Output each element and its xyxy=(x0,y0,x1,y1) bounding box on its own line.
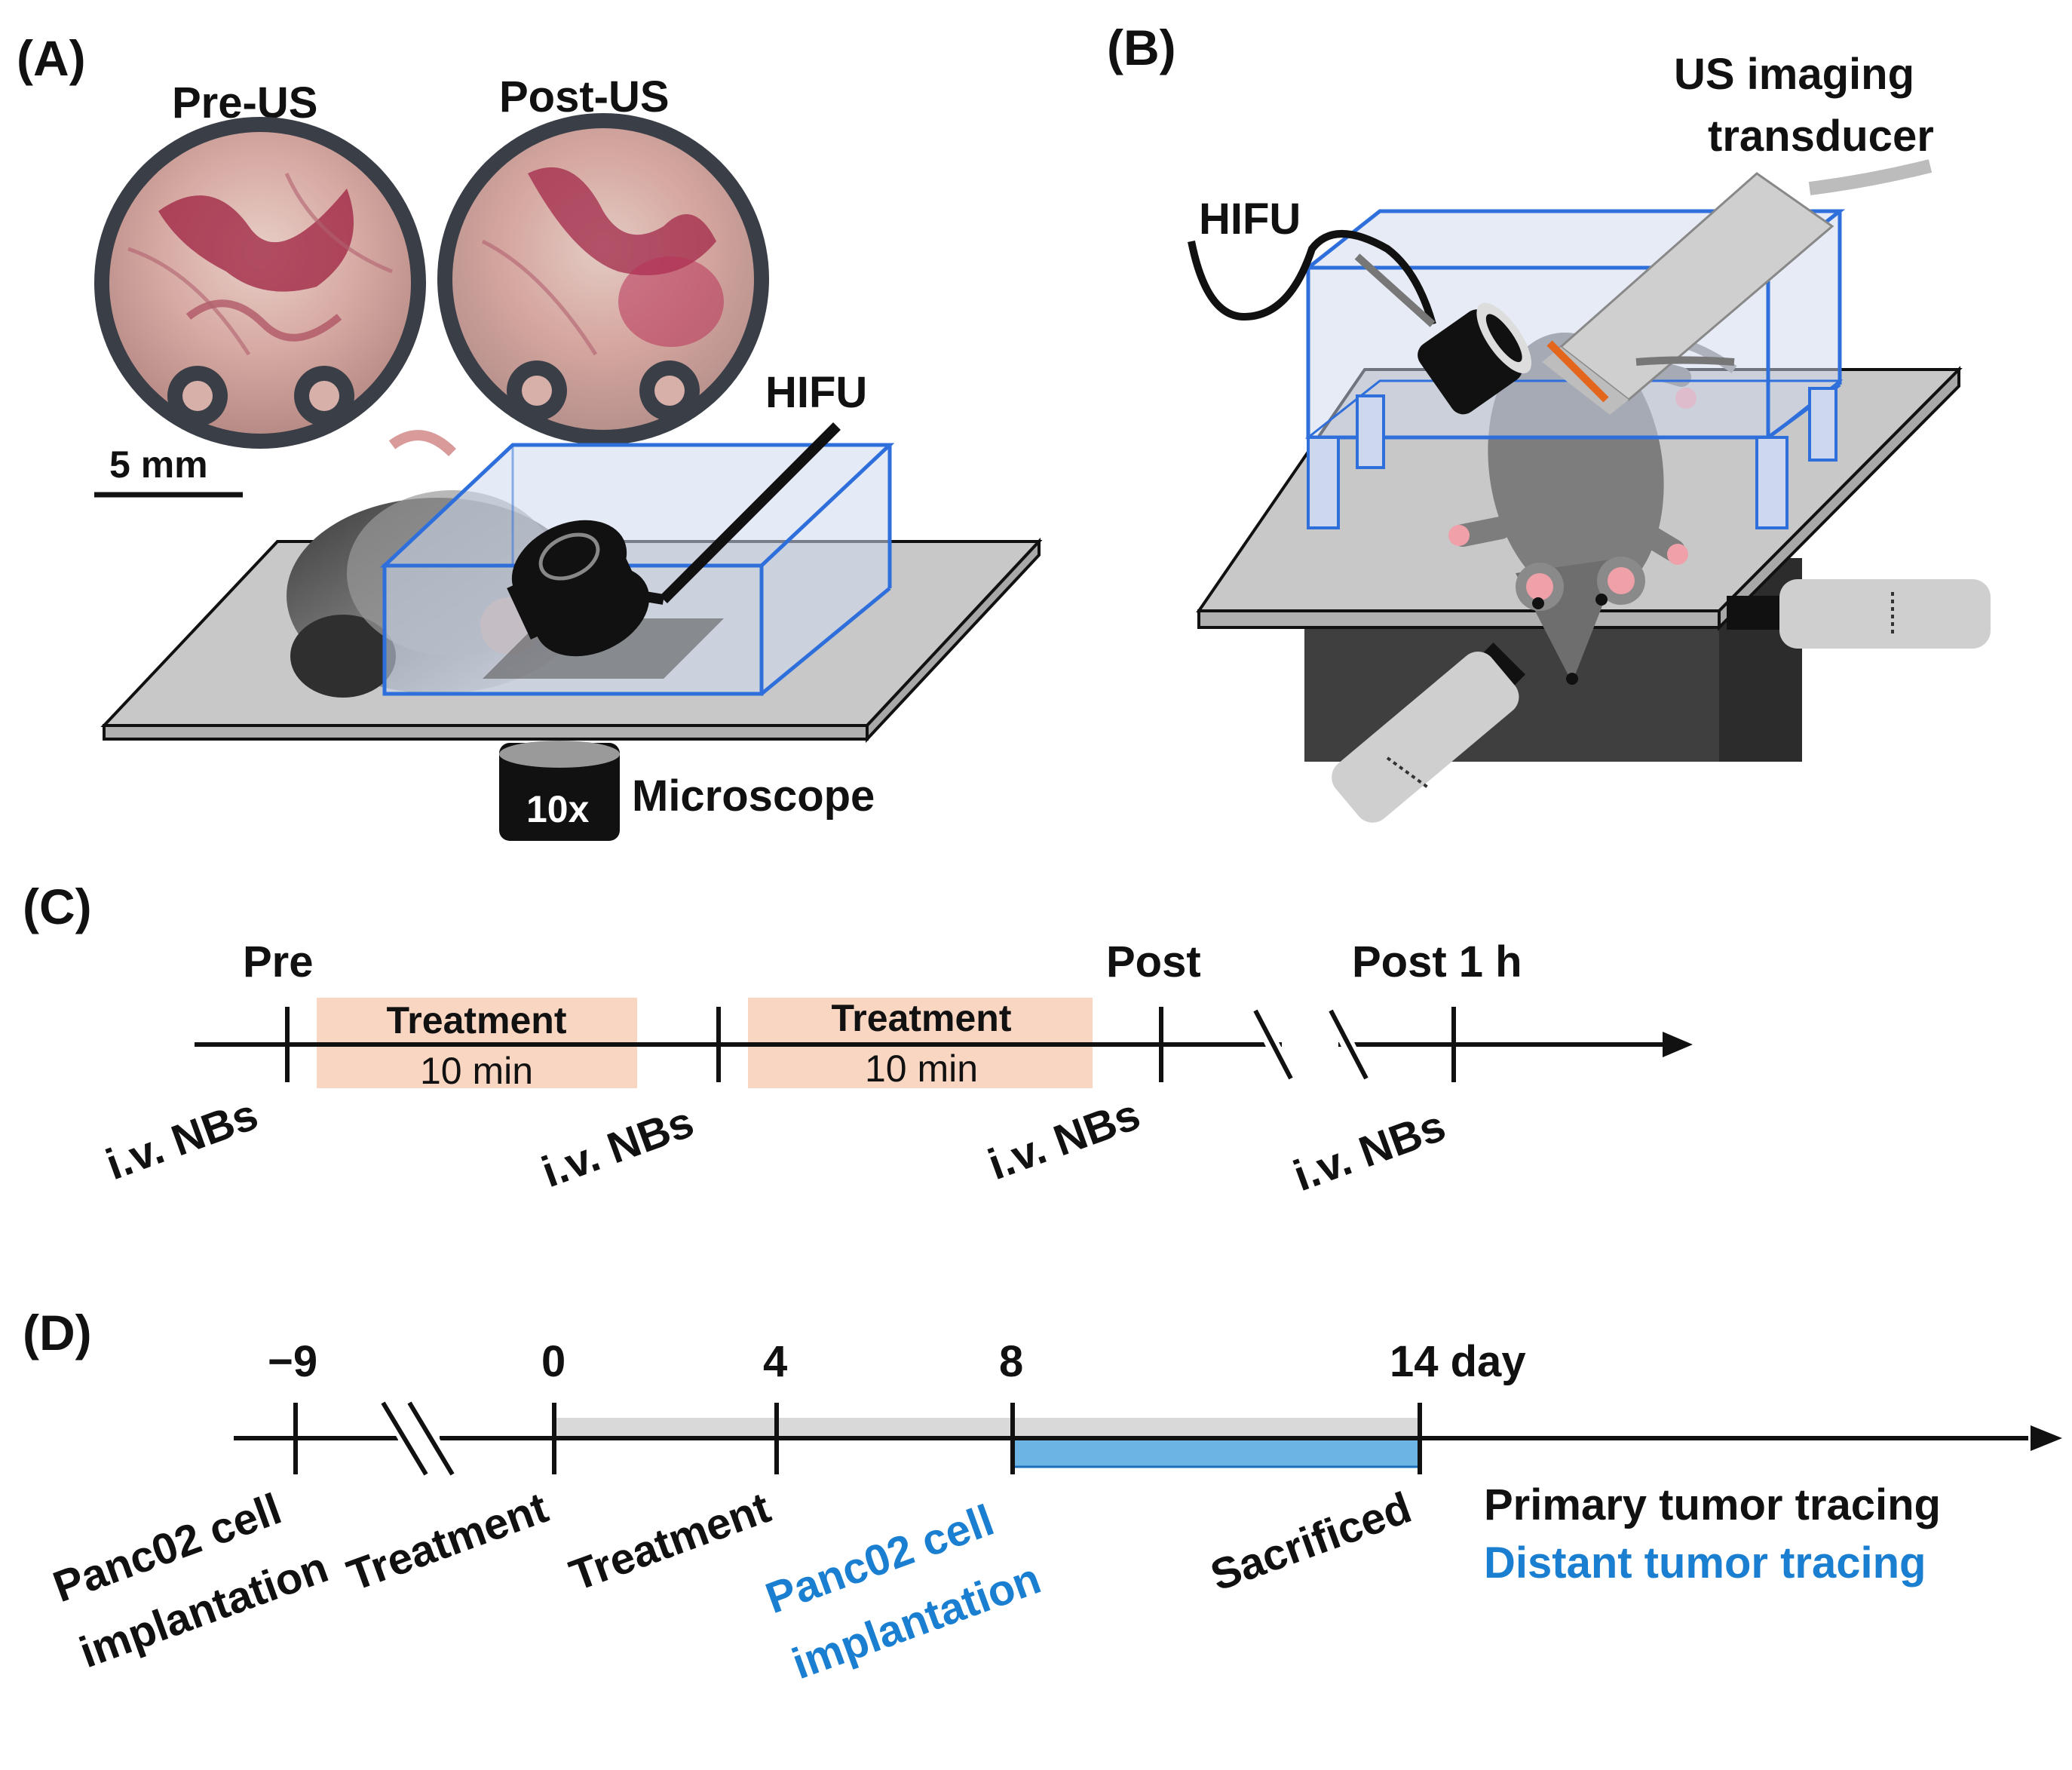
timeline-d-break-1 xyxy=(381,1401,428,1476)
injection-1: i.v. NBs xyxy=(100,1090,264,1189)
day-0: 0 xyxy=(541,1337,566,1386)
timeline-d-arrow xyxy=(2031,1425,2062,1451)
us-imaging-transducer xyxy=(1542,159,1933,415)
injection-4: i.v. NBs xyxy=(1287,1101,1451,1201)
injection-3: i.v. NBs xyxy=(982,1090,1146,1189)
timepoint-post: Post xyxy=(1106,937,1201,986)
post-us-window-image xyxy=(437,113,769,445)
hifu-label-b: HIFU xyxy=(1199,195,1301,244)
treatment-2-label: Treatment xyxy=(832,997,1012,1039)
hifu-transducer-a xyxy=(507,422,841,657)
day-14: 14 day xyxy=(1390,1337,1526,1386)
timeline-c-break-1 xyxy=(1253,1009,1293,1080)
timeline-c-arrow xyxy=(1663,1032,1693,1057)
panel-a-label: (A) xyxy=(17,30,86,86)
timepoint-pre: Pre xyxy=(243,937,314,986)
panel-c-label: (C) xyxy=(23,879,92,934)
timepoint-post-1h: Post 1 h xyxy=(1352,937,1522,986)
pre-us-window-image xyxy=(94,117,426,449)
event-treatment-2: Treatment xyxy=(563,1483,777,1600)
treatment-1-duration: 10 min xyxy=(420,1050,533,1092)
treatment-1-label: Treatment xyxy=(387,999,567,1041)
hifu-transducer-b xyxy=(1418,302,1532,415)
microscope-label: Microscope xyxy=(632,771,875,821)
scale-bar-label: 5 mm xyxy=(109,443,208,486)
panel-b-label: (B) xyxy=(1107,20,1176,75)
timeline-d-break-2 xyxy=(407,1401,455,1476)
panel-c: (C) Pre Post Post 1 h Treatment 10 min T… xyxy=(23,879,1693,1201)
day-4: 4 xyxy=(763,1337,787,1386)
us-transducer-label-line2: transducer xyxy=(1708,112,1934,161)
panel-a: (A) Pre-US Post-US xyxy=(17,30,1043,841)
day-minus9: −9 xyxy=(268,1337,317,1386)
panel-b: (B) US imaging transducer HIFU xyxy=(1107,20,1991,823)
distant-tumor-bar xyxy=(1011,1437,1421,1468)
us-transducer-label-line1: US imaging xyxy=(1674,50,1914,99)
hifu-label-a: HIFU xyxy=(765,368,867,417)
primary-tumor-bar xyxy=(554,1418,1420,1438)
event-treatment-1: Treatment xyxy=(341,1483,554,1600)
post-us-label: Post-US xyxy=(499,72,670,121)
camera-left xyxy=(1332,642,1526,823)
event-sacrificed: Sacrificed xyxy=(1204,1483,1418,1600)
legend-distant-tumor: Distant tumor tracing xyxy=(1484,1538,1926,1587)
timeline-c-break-2 xyxy=(1329,1009,1369,1080)
injection-2: i.v. NBs xyxy=(535,1097,700,1197)
legend-primary-tumor: Primary tumor tracing xyxy=(1484,1480,1941,1529)
panel-d: (D) −9 0 4 8 14 day Panc02 cell implanta… xyxy=(23,1305,2062,1689)
objective-label: 10x xyxy=(526,788,590,830)
hifu-cable-b xyxy=(1188,230,1436,326)
camera-right xyxy=(1727,579,1991,649)
day-8: 8 xyxy=(999,1337,1023,1386)
microscope-objective: 10x xyxy=(499,741,620,841)
panel-d-label: (D) xyxy=(23,1305,92,1360)
treatment-2-duration: 10 min xyxy=(865,1048,978,1090)
